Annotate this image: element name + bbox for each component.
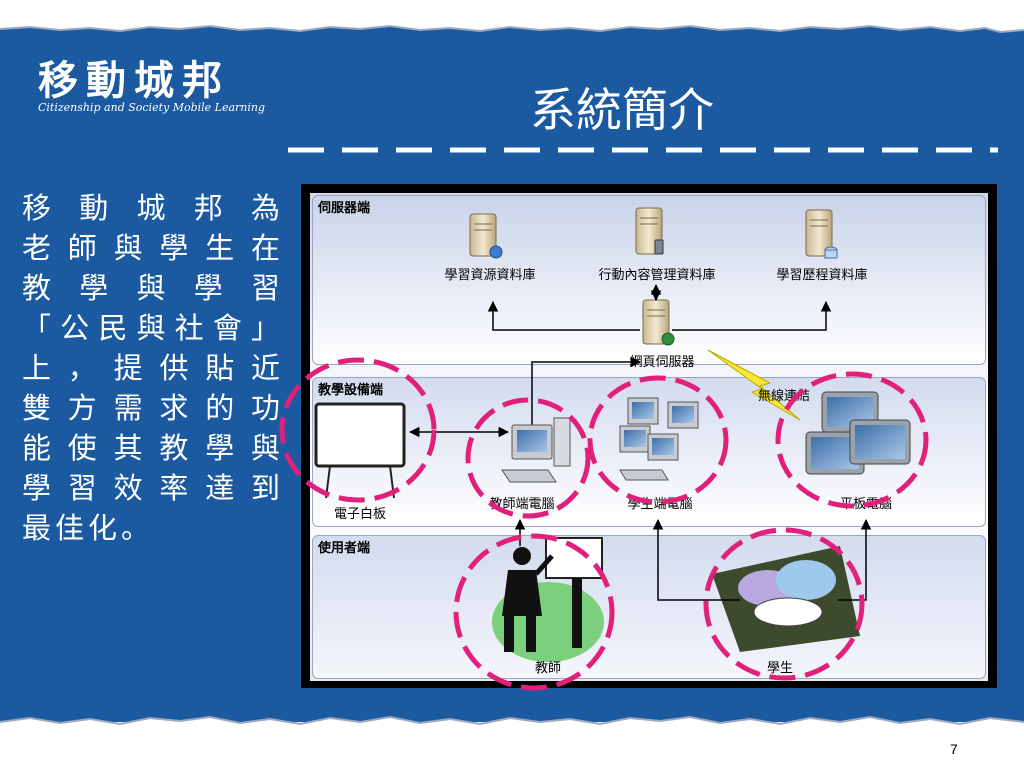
torn-paper-top-edge <box>0 0 1024 34</box>
highlight-rings <box>279 357 929 691</box>
body-line: 老師與學生在 <box>22 231 284 265</box>
node-label-mobile-db: 行動內容管理資料庫 <box>598 267 715 283</box>
section-label-user: 使用者端 <box>317 540 370 556</box>
student-figure-icon <box>712 546 860 652</box>
mobile-db-server-icon <box>635 207 664 255</box>
highlight-ring-teacher <box>453 533 615 691</box>
node-label-whiteboard: 電子白板 <box>334 506 386 522</box>
server-connectors <box>487 283 832 444</box>
student-pc-icon <box>619 397 699 481</box>
highlight-ring-student <box>703 527 865 681</box>
body-text: 移動城邦為 老師與學生在 教學與學習 「公民與社會」 上，提供貼近 雙方需求的功… <box>22 188 284 548</box>
body-line: 「公民與社會」 <box>22 311 284 345</box>
body-line: 移動城邦為 <box>22 191 284 225</box>
node-label-teacher-pc: 教師端電腦 <box>489 496 554 512</box>
history-db-server-icon <box>805 209 838 259</box>
node-label-web-server: 網頁伺服器 <box>629 355 694 370</box>
body-line: 能使其教學與 <box>22 431 284 465</box>
node-label-learning-db: 學習資源資料庫 <box>444 268 535 283</box>
user-connectors <box>514 518 872 601</box>
tablet-icon <box>805 391 911 475</box>
section-label-server: 伺服器端 <box>317 200 370 216</box>
node-label-student: 學生 <box>767 661 793 676</box>
wireless-lightning-icon <box>707 349 801 421</box>
logo-subtitle: Citizenship and Society Mobile Learning <box>38 101 266 114</box>
title-dashed-rule <box>288 147 998 153</box>
logo-title: 移動城邦 <box>38 57 230 104</box>
highlight-ring-whiteboard <box>279 357 437 503</box>
teacher-figure-icon <box>492 537 604 662</box>
body-line: 雙方需求的功 <box>22 391 284 425</box>
section-label-device: 教學設備端 <box>317 382 383 398</box>
page-number: 7 <box>950 741 958 757</box>
slide-title: 系統簡介 <box>530 83 714 137</box>
node-label-teacher: 教師 <box>535 660 561 676</box>
body-line: 上，提供貼近 <box>22 351 284 385</box>
torn-paper-bottom-edge <box>0 715 1024 738</box>
highlight-ring-student-pc <box>587 375 729 505</box>
body-line: 最佳化。 <box>22 511 155 545</box>
body-line: 教學與學習 <box>22 271 284 305</box>
user-band <box>312 535 986 679</box>
node-label-history-db: 學習歷程資料庫 <box>776 268 867 283</box>
teacher-pc-icon <box>501 417 571 483</box>
highlight-ring-teacher-pc <box>465 397 591 519</box>
wireless-label: 無線連結 <box>758 388 810 404</box>
web-server-icon <box>642 299 675 346</box>
highlight-ring-tablet <box>775 371 929 509</box>
whiteboard-icon <box>314 402 406 499</box>
learning-db-server-icon <box>469 213 503 259</box>
body-line: 學習效率達到 <box>22 471 284 505</box>
